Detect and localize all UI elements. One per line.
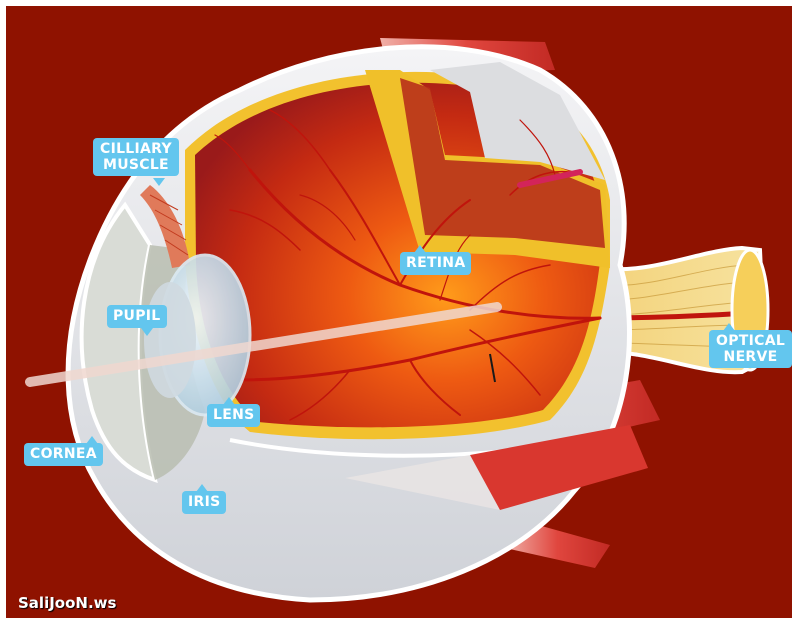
watermark: SaliJooN.ws <box>18 594 116 612</box>
label-lens-text: LENS <box>207 404 260 427</box>
label-cilliary-line2: MUSCLE <box>100 157 172 173</box>
pupil-opening <box>144 282 196 398</box>
label-optical-line1: OPTICAL <box>716 333 785 349</box>
label-pupil-text: PUPIL <box>107 305 167 328</box>
callout-pointer <box>141 328 153 336</box>
callout-pointer <box>723 323 735 331</box>
label-iris-text: IRIS <box>182 491 226 514</box>
label-retina-text: RETINA <box>400 252 471 275</box>
callout-pointer <box>196 484 208 492</box>
callout-pointer <box>86 436 98 444</box>
label-optical-line2: NERVE <box>716 349 785 365</box>
label-cilliary-line1: CILLIARY <box>100 141 172 157</box>
callout-pointer <box>153 178 165 186</box>
label-cornea-text: CORNEA <box>24 443 103 466</box>
callout-pointer <box>223 397 235 405</box>
callout-pointer <box>414 245 426 253</box>
